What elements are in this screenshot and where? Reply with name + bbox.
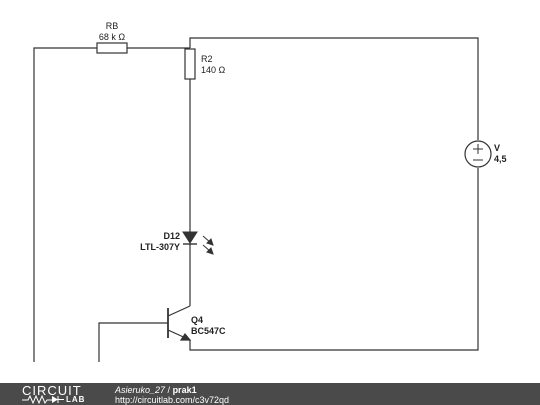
circuitlab-logo[interactable]: CIRCUIT LAB: [22, 384, 94, 404]
circuit-diagram: RB 68 k Ω R2 140 Ω D12 LTL-307Y Q4 BC: [33, 21, 507, 362]
r2-value: 140 Ω: [201, 65, 226, 75]
rb-value: 68 k Ω: [99, 32, 126, 42]
emitter-arrowhead: [179, 332, 192, 341]
resistor-rb[interactable]: [96, 42, 128, 54]
light-arrowhead-2: [206, 247, 214, 255]
wire-top: [189, 37, 479, 140]
wire-base: [98, 322, 168, 362]
footer-info: Asieruko_27 / prak1 http://circuitlab.co…: [115, 385, 229, 405]
q4-value: BC547C: [191, 326, 226, 336]
separator: /: [165, 385, 173, 395]
v-value: 4,5: [494, 154, 507, 164]
q4-name: Q4: [191, 315, 203, 325]
logo-top-text: CIRCUIT: [22, 383, 82, 398]
d12-value: LTL-307Y: [140, 242, 180, 252]
resistor-diode-icon: [22, 395, 64, 404]
wire-left-rb: [33, 47, 97, 362]
author-link[interactable]: Asieruko_27: [115, 385, 166, 395]
transistor-collector: [167, 305, 191, 317]
footer-bar: CIRCUIT LAB Asieruko_27 / prak1 http://c…: [0, 383, 540, 405]
led-d12[interactable]: [182, 231, 214, 255]
wire-right-bottom: [189, 168, 479, 351]
transistor-q4[interactable]: [167, 305, 192, 341]
circuit-url[interactable]: http://circuitlab.com/c3v72qd: [115, 395, 230, 405]
r2-name: R2: [201, 54, 213, 64]
logo-bottom-text: LAB: [66, 395, 86, 404]
rb-name: RB: [106, 21, 119, 31]
led-triangle: [182, 231, 198, 244]
light-arrowhead-1: [206, 238, 214, 246]
resistor-r2[interactable]: [184, 48, 196, 80]
voltage-source-v[interactable]: [464, 140, 492, 168]
footer-credit-line: Asieruko_27 / prak1: [115, 385, 229, 395]
circuit-title: prak1: [172, 385, 197, 395]
d12-name: D12: [163, 231, 180, 241]
v-name: V: [494, 143, 500, 153]
